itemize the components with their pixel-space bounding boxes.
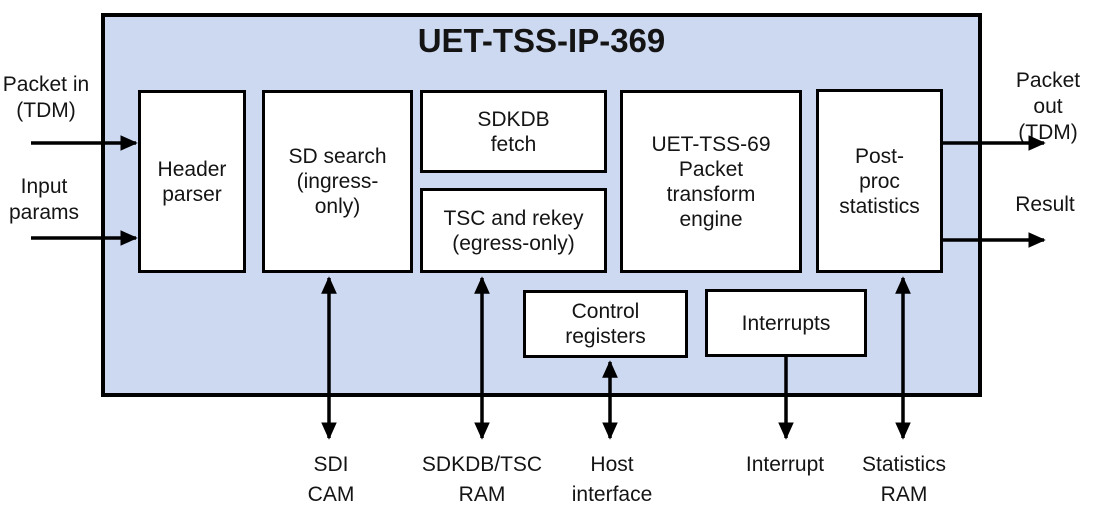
block-post-proc-statistics: Post- proc statistics bbox=[816, 89, 943, 273]
block-header-parser: Header parser bbox=[138, 90, 246, 273]
block-interrupts: Interrupts bbox=[705, 289, 867, 357]
label-sdkdb-tsc-ram: SDKDB/TSC RAM bbox=[421, 453, 543, 506]
block-packet-transform-engine: UET-TSS-69 Packet transform engine bbox=[620, 90, 802, 273]
label-result: Result bbox=[1015, 193, 1075, 216]
block-sd-search: SD search (ingress- only) bbox=[262, 90, 413, 273]
label-statistics-ram: Statistics RAM bbox=[861, 453, 947, 506]
block-sdkdb-fetch: SDKDB fetch bbox=[420, 90, 607, 173]
label-host-interface: Host interface bbox=[571, 453, 653, 506]
label-interrupt: Interrupt bbox=[745, 453, 825, 476]
block-tsc-rekey: TSC and rekey (egress-only) bbox=[420, 188, 607, 273]
label-sdi-cam: SDI CAM bbox=[307, 453, 355, 506]
label-input-params: Input params bbox=[8, 175, 80, 224]
diagram-title: UET-TSS-IP-369 bbox=[417, 22, 666, 59]
block-control-registers: Control registers bbox=[523, 290, 688, 358]
label-packet-in: Packet in (TDM) bbox=[2, 73, 90, 122]
label-packet-out: Packet out (TDM) bbox=[1015, 69, 1081, 144]
